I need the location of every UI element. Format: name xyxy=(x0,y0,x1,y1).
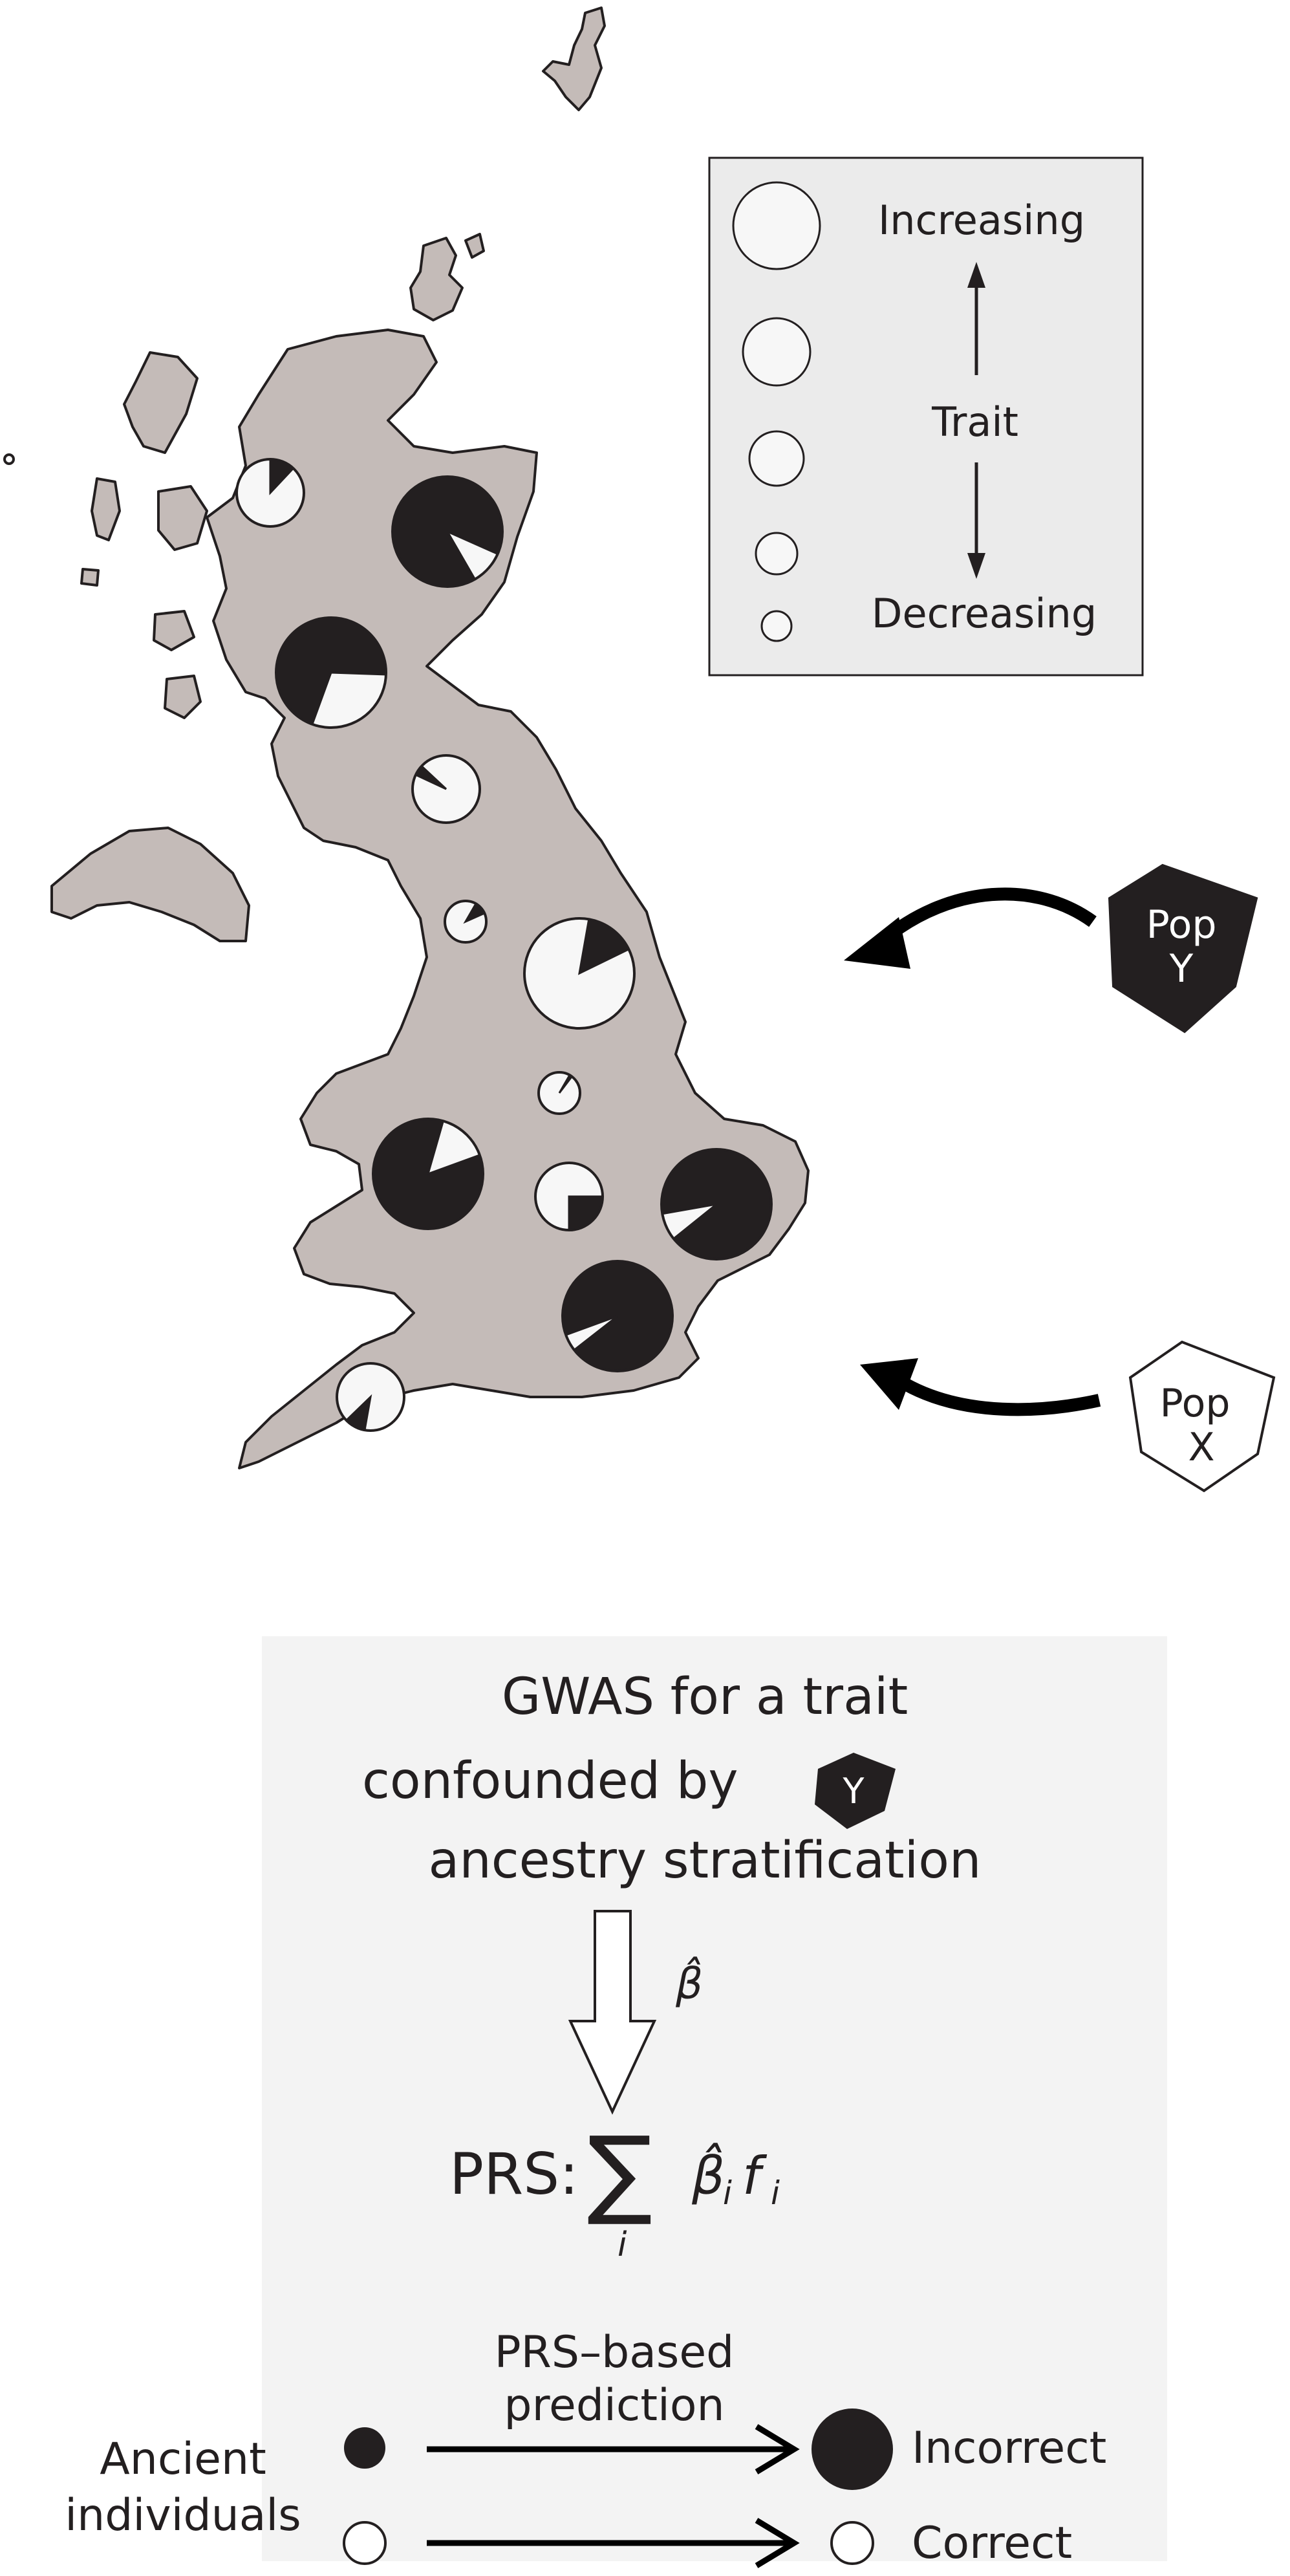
pie-north-west-england xyxy=(444,900,488,944)
pie-north-west-highlands xyxy=(235,458,305,528)
orkney-islands xyxy=(409,237,464,321)
pie-south-england xyxy=(561,1260,674,1372)
incorrect-result-circle xyxy=(812,2408,893,2490)
gwas-panel xyxy=(262,1636,1167,2561)
pop-x-inflow: Pop X xyxy=(860,1340,1276,1493)
pie-outline xyxy=(275,616,387,729)
pop-x-arrow xyxy=(902,1378,1101,1416)
pie-outline xyxy=(444,900,488,944)
legend-circle-xs xyxy=(760,610,793,642)
pop-y-arrow xyxy=(881,887,1097,943)
incorrect-arrow xyxy=(427,2424,800,2474)
pie-outline xyxy=(561,1260,674,1372)
small-island xyxy=(3,453,15,465)
pie-east-england xyxy=(660,1148,773,1261)
legend-up-arrow xyxy=(967,262,985,375)
correct-label: Correct xyxy=(912,2518,1072,2569)
beta-down-arrow xyxy=(568,1910,657,2115)
ancient-pop-y-dot xyxy=(344,2427,385,2469)
prs-sum-symbol: ∑ xyxy=(587,2116,652,2229)
legend-circle-m xyxy=(748,430,805,487)
regional-pies xyxy=(235,458,773,1432)
orkney-islet xyxy=(464,233,485,259)
correct-arrow xyxy=(427,2518,800,2568)
shetland-islands xyxy=(542,6,606,111)
pie-outline xyxy=(411,754,481,824)
pop-y-pentagon xyxy=(1108,863,1258,1034)
pie-south-west-england xyxy=(336,1362,405,1432)
pop-x-label-line1: Pop xyxy=(1160,1381,1231,1426)
northern-ireland xyxy=(50,827,250,942)
ancient-label-line1: Ancient xyxy=(100,2434,266,2485)
prs-formula: PRS: ∑ i β̂ i f i xyxy=(449,2116,780,2264)
prs-sum-index: i xyxy=(618,2225,627,2264)
prediction-label-line1: PRS–based xyxy=(495,2327,735,2378)
pie-outline xyxy=(537,1071,581,1115)
trait-legend: Increasing Trait Decreasing xyxy=(708,157,1144,676)
gwas-line2: confounded by xyxy=(362,1752,738,1810)
gwas-line3: ancestry stratification xyxy=(429,1832,982,1890)
beta-hat-label: β̂ xyxy=(675,1956,703,2009)
pie-north-east-scotland xyxy=(391,475,504,588)
legend-increasing-label: Increasing xyxy=(878,197,1085,244)
pie-outline xyxy=(336,1362,405,1432)
prs-label: PRS: xyxy=(449,2141,579,2207)
pop-x-label-line2: X xyxy=(1188,1425,1214,1470)
britain-map xyxy=(3,6,810,1469)
pie-midlands xyxy=(537,1071,581,1115)
hebrides-barra xyxy=(80,568,100,587)
legend-trait-label: Trait xyxy=(931,398,1018,446)
prs-beta-subscript: i xyxy=(723,2174,732,2212)
hebrides-skye xyxy=(157,485,208,551)
legend-decreasing-label: Decreasing xyxy=(872,590,1097,637)
legend-circle-s xyxy=(755,532,799,576)
pie-wales xyxy=(372,1118,484,1230)
pie-outline xyxy=(534,1162,604,1231)
legend-circle-xl xyxy=(732,181,821,270)
pop-y-arrowhead xyxy=(844,917,910,969)
pie-outline xyxy=(235,458,305,528)
pie-outline xyxy=(372,1118,484,1230)
gwas-pop-y-badge: Y xyxy=(815,1753,896,1829)
pie-scottish-borders xyxy=(411,754,481,824)
pop-y-label-line2: Y xyxy=(1169,946,1194,991)
ancient-label-line2: individuals xyxy=(65,2490,301,2541)
pie-central-scotland xyxy=(275,616,387,729)
hebrides-mull xyxy=(153,610,195,651)
gwas-badge-label: Y xyxy=(843,1771,865,1812)
prs-f-subscript: i xyxy=(771,2174,780,2212)
pie-central-england xyxy=(534,1162,604,1231)
pop-x-arrowhead xyxy=(860,1358,918,1410)
gwas-line1: GWAS for a trait xyxy=(502,1668,908,1726)
correct-result-circle xyxy=(830,2521,874,2565)
hebrides-lewis xyxy=(123,351,199,454)
incorrect-label: Incorrect xyxy=(912,2423,1106,2474)
prs-beta-term: β̂ xyxy=(691,2142,725,2206)
ancient-pop-x-dot xyxy=(343,2521,387,2565)
pie-outline xyxy=(660,1148,773,1261)
prediction-label-line2: prediction xyxy=(504,2380,724,2431)
pie-yorkshire xyxy=(523,917,636,1030)
pie-outline xyxy=(391,475,504,588)
pop-y-label-line1: Pop xyxy=(1146,902,1217,947)
pie-outline xyxy=(523,917,636,1030)
great-britain-mainland xyxy=(206,329,810,1469)
hebrides-uist xyxy=(91,477,121,541)
legend-circle-l xyxy=(742,317,812,387)
legend-down-arrow xyxy=(967,462,985,579)
pop-x-pentagon xyxy=(1128,1340,1276,1493)
hebrides-islay xyxy=(164,675,202,719)
pop-y-inflow: Pop Y xyxy=(844,863,1258,1034)
